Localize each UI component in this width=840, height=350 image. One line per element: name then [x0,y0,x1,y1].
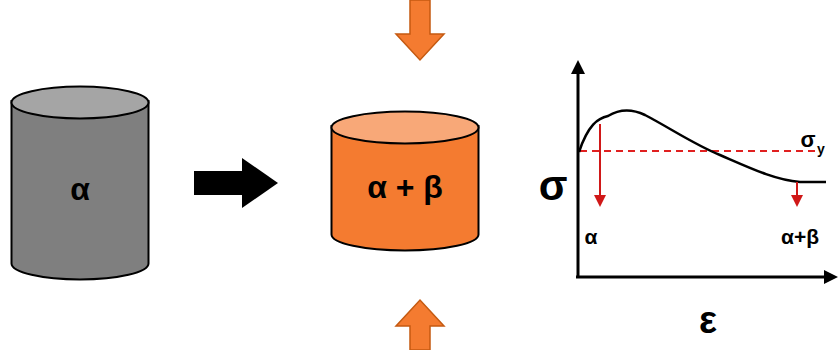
node-content: α + β [330,110,480,252]
process-arrow [194,171,242,195]
yield-stress-subscript: y [817,142,825,156]
axis-label: ε [699,301,717,339]
x-axis [576,276,826,279]
compression-arrow [396,300,444,350]
axis-arrowhead [824,270,838,284]
axis-label: σ [539,165,568,207]
phase-label: α [70,171,90,208]
y-axis [577,72,580,278]
phase-label: α [585,226,598,247]
node-content: α [10,85,150,281]
yield-stress-label: σ [800,129,815,151]
axis-arrowhead [571,60,585,74]
marker-arrow [796,182,798,196]
marker-arrowhead [791,195,803,207]
cylinder-body [332,126,479,251]
stress-strain-curve [579,111,826,182]
phase-label: α+β [781,226,819,247]
marker-arrowhead [594,195,606,207]
cylinder-top [12,87,149,119]
cylinder-top [332,112,479,144]
compressed-cylinder: α + β [330,110,480,252]
phase-label: α + β [367,169,443,206]
marker-arrow [599,124,601,196]
yield-line [580,150,818,152]
cylinder-body [12,101,149,280]
material-cylinder: α [10,85,150,281]
compression-arrow [396,0,444,60]
